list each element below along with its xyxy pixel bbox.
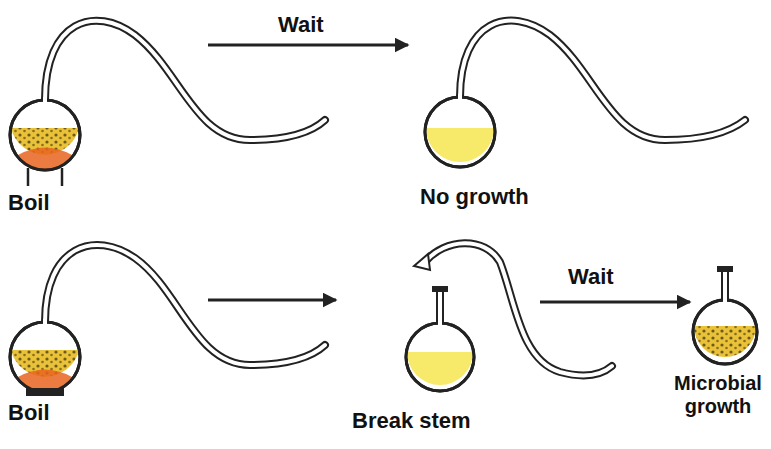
step-label: No growth [420,184,529,209]
step-label: Wait [278,12,324,37]
step-label: Wait [568,264,614,289]
step-label: Boil [8,190,50,215]
step-label: Microbial growth [669,372,767,418]
step-label: Boil [8,400,50,425]
step-label: Break stem [352,408,471,433]
